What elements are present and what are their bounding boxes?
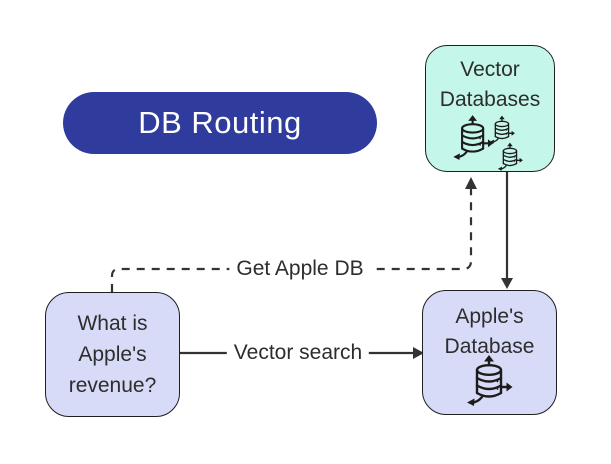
node-query-label: What is Apple's revenue? <box>68 312 157 397</box>
edge-get-apple-db-arrowhead <box>465 177 477 189</box>
node-apples-database-label: Apple's Database <box>444 305 535 358</box>
edge-vector-search-arrowhead <box>413 347 424 359</box>
database-sync-icon <box>465 354 514 408</box>
node-vector-databases: Vector Databases <box>425 45 555 172</box>
node-apples-database: Apple's Database <box>422 290 557 415</box>
database-sync-icon <box>497 142 524 172</box>
edge-label-vector-search: Vector search <box>226 341 370 365</box>
db-routing-title-pill: DB Routing <box>63 92 377 154</box>
edge-label-get-apple-db: Get Apple DB <box>229 257 371 281</box>
node-query: What is Apple's revenue? <box>45 292 180 417</box>
database-sync-icon <box>489 115 516 145</box>
page-title: DB Routing <box>138 105 302 140</box>
node-vector-databases-label: Vector Databases <box>439 58 541 111</box>
edge-vector-to-apple-arrowhead <box>501 278 513 289</box>
